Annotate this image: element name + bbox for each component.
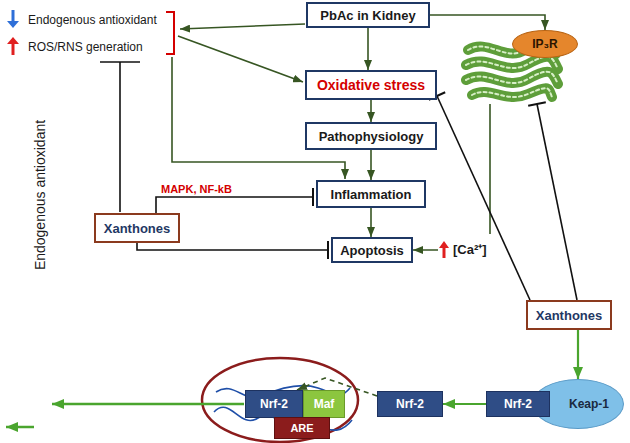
- protein-box: Nrf-2: [377, 391, 443, 417]
- connector-line: [137, 243, 328, 250]
- inhibition-line: [100, 62, 140, 212]
- protein-box: Nrf-2: [245, 390, 303, 418]
- arrow: [52, 403, 244, 406]
- arrow: [178, 36, 303, 82]
- arrow-connector: [371, 100, 372, 122]
- up-arrow: [439, 241, 449, 258]
- effect-label: ROS/RNS generation: [28, 40, 143, 54]
- node-text: Oxidative stress: [317, 77, 425, 93]
- node-text: Inflammation: [331, 187, 412, 202]
- node-text: Apoptosis: [340, 243, 404, 258]
- node-text: Pathophysiology: [319, 129, 424, 144]
- arrow-connector: [368, 28, 369, 70]
- inhibition-bar: [327, 241, 329, 259]
- process-box: Apoptosis: [331, 237, 413, 263]
- node-text: Xanthones: [536, 308, 602, 323]
- bracket: [166, 12, 174, 54]
- connector-line: [437, 96, 530, 300]
- input-box: PbAc in Kidney: [306, 2, 430, 28]
- connector-line: [370, 100, 372, 122]
- node-text: Maf: [314, 397, 335, 411]
- process-box: Pathophysiology: [305, 122, 437, 150]
- up-arrow: [7, 37, 19, 55]
- node-text: ARE: [290, 422, 313, 434]
- node-text: Keap-1: [569, 397, 609, 411]
- connector-line: [370, 150, 372, 180]
- dna-element-box: ARE: [274, 417, 330, 439]
- process-box: Inflammation: [316, 180, 426, 208]
- connector-line: [156, 197, 313, 213]
- protein-box: Maf: [303, 390, 345, 418]
- node-text: PbAc in Kidney: [320, 8, 415, 23]
- inhibition-connector: [137, 241, 328, 259]
- agent-box: Xanthones: [94, 213, 180, 243]
- inhibition-connector: [429, 92, 530, 300]
- connector-line: [443, 403, 486, 405]
- node-text: Nrf-2: [260, 397, 288, 411]
- protein-box: Nrf-2: [486, 391, 550, 417]
- node-text: Nrf-2: [504, 397, 532, 411]
- effect-label: Endogenous antioxidant: [28, 13, 157, 27]
- ion-label: [Ca²⁺]: [452, 240, 488, 258]
- arrow-connector: [371, 150, 372, 180]
- connector-line: [537, 104, 577, 300]
- connector-line: [430, 15, 545, 30]
- down-arrow: [7, 10, 19, 28]
- arrow-connector: [578, 330, 579, 379]
- connector-line: [370, 208, 372, 237]
- node-text: Xanthones: [104, 221, 170, 236]
- node-text: Nrf-2: [396, 397, 424, 411]
- inhibition-bar: [528, 102, 546, 106]
- connector-line: [577, 330, 579, 379]
- arrow-connector: [443, 404, 486, 405]
- inhibition-connector: [528, 102, 577, 300]
- pathway-label: MAPK, NF-kB: [160, 183, 233, 195]
- connector-line: [367, 28, 369, 70]
- arrow-connector: [430, 15, 545, 30]
- output-label: Endogenous antioxidant: [32, 120, 48, 270]
- receptor-ellipse: IP₃R: [512, 30, 578, 58]
- arrow: [180, 24, 305, 29]
- nucleus: [202, 358, 358, 442]
- arrow: [6, 426, 34, 429]
- node-text: IP₃R: [532, 37, 558, 51]
- process-box: Oxidative stress: [305, 70, 437, 100]
- agent-box: Xanthones: [526, 300, 612, 330]
- inhibition-bar: [312, 188, 314, 206]
- arrow-connector: [371, 208, 372, 237]
